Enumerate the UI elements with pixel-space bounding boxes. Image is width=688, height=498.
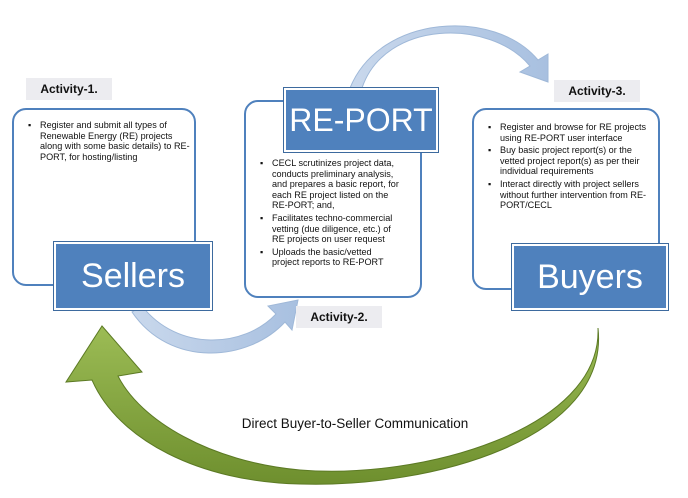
list-item: Register and submit all types of Renewab…: [28, 120, 190, 162]
list-item: CECL scrutinizes project data, conducts …: [260, 158, 400, 211]
sellers-to-report-arrow: [131, 299, 299, 354]
sellers-activity-list: Register and submit all types of Renewab…: [14, 120, 190, 162]
report-box: RE-PORT: [284, 88, 438, 152]
buyer-to-seller-caption: Direct Buyer-to-Seller Communication: [241, 416, 469, 431]
sellers-box: Sellers: [54, 242, 212, 310]
activity-2-label: Activity-2.: [296, 306, 382, 328]
buyers-box: Buyers: [512, 244, 668, 310]
report-activity-list: CECL scrutinizes project data, conducts …: [246, 158, 400, 268]
buyers-activity-list: Register and browse for RE projects usin…: [474, 122, 650, 211]
activity-1-label: Activity-1.: [26, 78, 112, 100]
list-item: Buy basic project report(s) or the vette…: [488, 145, 650, 177]
list-item: Uploads the basic/vetted project reports…: [260, 247, 400, 268]
list-item: Facilitates techno-commercial vetting (d…: [260, 213, 400, 245]
report-to-buyers-arrow: [349, 25, 549, 89]
activity-3-label: Activity-3.: [554, 80, 640, 102]
buyer-to-seller-arrow: [65, 325, 599, 485]
list-item: Interact directly with project sellers w…: [488, 179, 650, 211]
list-item: Register and browse for RE projects usin…: [488, 122, 650, 143]
